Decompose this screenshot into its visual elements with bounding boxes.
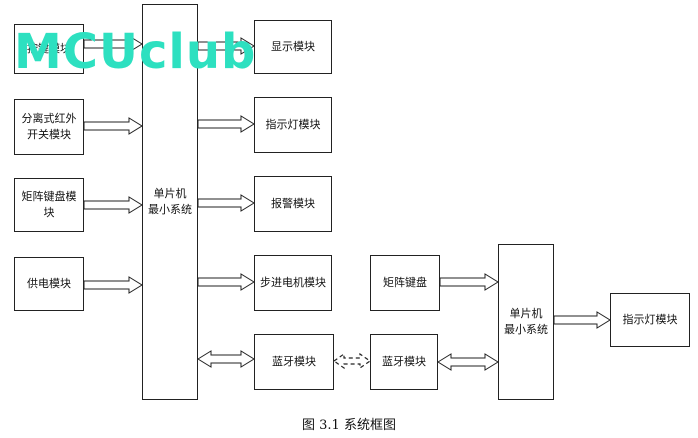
- arrow-wireless-link: [332, 352, 372, 370]
- output-box-indicator: 指示灯模块: [254, 97, 332, 153]
- arrow-input-2: [83, 117, 143, 135]
- input-box-matrix-keyboard: 矩阵键盘模块: [14, 178, 84, 232]
- figure-caption: 图 3.1 系统框图: [302, 418, 396, 433]
- input-box-power: 供电模块: [14, 257, 84, 311]
- matrix-keyboard-box: 矩阵键盘: [370, 255, 440, 311]
- arrow-input-3: [83, 196, 143, 214]
- arrow-input-1: [83, 35, 143, 53]
- arrow-input-4: [83, 276, 143, 294]
- mcu-label-line1: 单片机: [153, 187, 187, 200]
- input-box-keys: 按键模块: [14, 24, 84, 74]
- indicator-label-2: 指示灯模块: [622, 313, 678, 326]
- arrow-bluetooth2-mcu2: [437, 353, 499, 371]
- input-label: 分离式红外开关模块: [21, 112, 77, 141]
- output-label: 显示模块: [271, 40, 315, 53]
- arrow-output-3: [197, 194, 255, 212]
- mcu2-label-line1: 单片机: [509, 307, 543, 320]
- bluetooth-box-2: 蓝牙模块: [370, 334, 438, 390]
- arrow-mcu2-indicator: [553, 311, 611, 329]
- output-box-bluetooth: 蓝牙模块: [254, 334, 334, 390]
- input-label: 矩阵键盘模块: [21, 190, 77, 219]
- output-box-alarm: 报警模块: [254, 176, 332, 232]
- output-label: 步进电机模块: [260, 276, 326, 289]
- output-label: 蓝牙模块: [272, 355, 316, 368]
- arrow-output-2: [197, 115, 255, 133]
- mcu-label-line2: 最小系统: [148, 203, 192, 216]
- output-label: 报警模块: [271, 197, 315, 210]
- arrow-output-4: [197, 273, 255, 291]
- mcu2-label-line2: 最小系统: [504, 323, 548, 336]
- matrix-keyboard-label: 矩阵键盘: [383, 276, 427, 289]
- mcu-secondary-box: 单片机 最小系统: [498, 244, 554, 400]
- output-box-display: 显示模块: [254, 20, 332, 74]
- output-label: 指示灯模块: [265, 118, 321, 131]
- arrow-mcu-bluetooth: [197, 350, 255, 368]
- input-label: 按键模块: [27, 42, 71, 55]
- input-box-ir-switch: 分离式红外开关模块: [14, 99, 84, 155]
- indicator-box-2: 指示灯模块: [610, 293, 690, 347]
- input-label: 供电模块: [27, 277, 71, 290]
- output-box-stepper-motor: 步进电机模块: [254, 255, 332, 311]
- arrow-output-1: [197, 37, 255, 55]
- bluetooth-label-2: 蓝牙模块: [382, 355, 426, 368]
- watermark-logo: MCUclub: [14, 24, 257, 80]
- mcu-main-box: 单片机 最小系统: [142, 4, 198, 400]
- arrow-keyboard-mcu2: [439, 273, 499, 291]
